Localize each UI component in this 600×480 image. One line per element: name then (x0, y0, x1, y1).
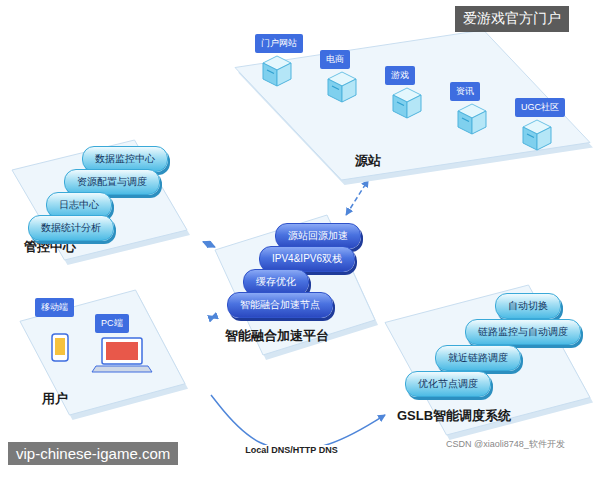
module-label: 自动切换 (508, 299, 548, 313)
server-icon (458, 104, 486, 134)
region-heading: 用户 (42, 390, 233, 408)
module-cylinder: 智能融合加速节点 (227, 292, 333, 318)
module-label: 智能融合加速节点 (240, 298, 320, 312)
category-tag: 电商 (320, 50, 350, 69)
connector (346, 180, 368, 215)
module-label: 数据统计分析 (41, 221, 101, 235)
server-icon (393, 88, 421, 118)
module-label: PC端 (101, 317, 123, 330)
category-tag: 资讯 (450, 82, 480, 101)
module-label: UGC社区 (521, 101, 559, 114)
module-label: 数据监控中心 (95, 152, 155, 166)
category-tag: 移动端 (35, 298, 74, 317)
platform-region: 智能融合加速平台源站回源加速IPV4&IPV6双栈缓存优化智能融合加速节点 (215, 215, 389, 355)
module-label: IPV4&IPV6双栈 (272, 252, 342, 266)
module-cylinder: 链路监控与自动调度 (465, 319, 581, 345)
region-heading: GSLB智能调度系统 (397, 407, 600, 425)
category-tag: 门户网站 (255, 34, 303, 53)
platform-region: 源站门户网站电商游戏资讯UGC社区 (235, 30, 596, 180)
module-label: 链路监控与自动调度 (478, 325, 568, 339)
module-label: 缓存优化 (256, 275, 296, 289)
module-label: 源站回源加速 (288, 229, 348, 243)
server-icon (263, 56, 291, 86)
connector (211, 316, 215, 317)
region-heading: 智能融合加速平台 (225, 327, 399, 345)
module-cylinder: 数据统计分析 (28, 215, 114, 241)
connector-label: Local DNS/HTTP DNS (242, 445, 340, 455)
server-icon (523, 120, 551, 150)
module-label: 门户网站 (261, 37, 297, 50)
module-label: 日志中心 (59, 198, 99, 212)
region-heading: 源站 (355, 152, 600, 170)
watermark-box: vip-chinese-igame.com (8, 442, 178, 465)
phone-icon (52, 334, 68, 361)
laptop-icon (92, 338, 152, 372)
category-tag: UGC社区 (515, 98, 565, 117)
platform-region: 用户移动端PC端 (20, 290, 211, 415)
module-label: 移动端 (41, 301, 68, 314)
module-label: 资讯 (456, 85, 474, 98)
module-cylinder: 自动切换 (495, 293, 561, 319)
platform-region: GSLB智能调度系统自动切换链路监控与自动调度就近链路调度优化节点调度 (385, 285, 596, 435)
connector (211, 395, 385, 450)
server-icon (328, 72, 356, 102)
module-cylinder: 优化节点调度 (405, 371, 491, 397)
connector (203, 242, 215, 247)
module-label: 资源配置与调度 (77, 175, 147, 189)
category-tag: PC端 (95, 314, 129, 333)
module-cylinder: 就近链路调度 (435, 345, 521, 371)
module-label: 就近链路调度 (448, 351, 508, 365)
source-credit: CSDN @xiaoli8748_软件开发 (446, 438, 565, 451)
watermark-box: 爱游戏官方门户 (455, 6, 569, 32)
module-label: 优化节点调度 (418, 377, 478, 391)
platform-region: 管控中心数据监控中心资源配置与调度日志中心数据统计分析 (12, 140, 203, 260)
module-label: 电商 (326, 53, 344, 66)
category-tag: 游戏 (385, 66, 415, 85)
module-label: 游戏 (391, 69, 409, 82)
platform-surface (235, 30, 590, 180)
